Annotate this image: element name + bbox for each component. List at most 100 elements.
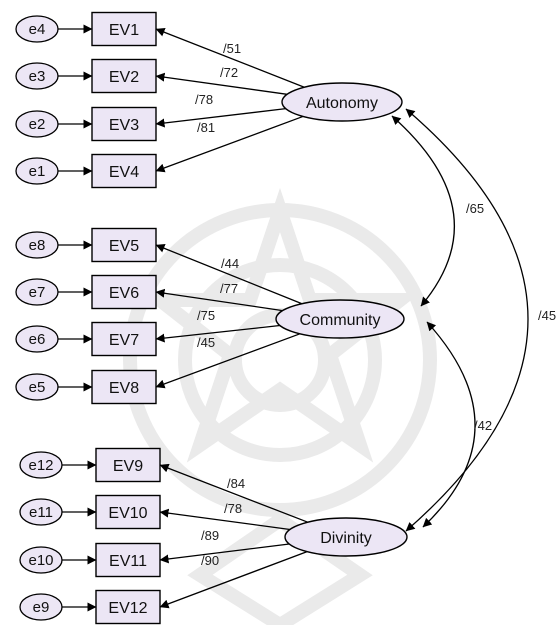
observed-label: EV5 bbox=[109, 238, 139, 255]
loading-arrow bbox=[159, 543, 290, 564]
observed-box bbox=[91, 369, 157, 405]
correlation-arrow bbox=[391, 115, 455, 307]
loading-arrow bbox=[159, 551, 308, 609]
observed-variable: EV5 bbox=[91, 227, 157, 263]
latent-ellipse bbox=[275, 299, 405, 339]
error-ellipse bbox=[15, 278, 59, 306]
observed-variable: EV7 bbox=[91, 321, 157, 357]
error-ellipse bbox=[15, 231, 59, 259]
error-node: e7 bbox=[15, 278, 59, 306]
observed-label: EV7 bbox=[109, 332, 139, 349]
loading-label: /84 bbox=[227, 476, 245, 491]
loading-label: /51 bbox=[223, 41, 241, 56]
error-node: e1 bbox=[15, 157, 59, 185]
error-node: e8 bbox=[15, 231, 59, 259]
observed-box bbox=[91, 106, 157, 142]
loading-arrow bbox=[155, 108, 286, 128]
loading-arrow bbox=[159, 508, 291, 531]
error-node: e3 bbox=[15, 62, 59, 90]
loading-arrow bbox=[155, 333, 301, 389]
latent-divinity: Divinity bbox=[284, 517, 408, 557]
observed-variable: EV11 bbox=[95, 542, 161, 578]
error-node: e11 bbox=[19, 498, 63, 526]
error-node: e6 bbox=[15, 325, 59, 353]
loading-label: /78 bbox=[195, 92, 213, 107]
observed-variable: EV4 bbox=[91, 153, 157, 189]
loading-label: /77 bbox=[220, 281, 238, 296]
error-node: e4 bbox=[15, 15, 59, 43]
observed-box bbox=[95, 494, 161, 530]
loading-arrow bbox=[159, 463, 308, 523]
error-label: e4 bbox=[29, 21, 46, 38]
loading-arrow bbox=[155, 72, 288, 95]
error-label: e8 bbox=[29, 237, 46, 254]
latent-label: Divinity bbox=[320, 530, 372, 547]
error-label: e1 bbox=[29, 163, 46, 180]
error-ellipse bbox=[19, 498, 63, 526]
error-label: e2 bbox=[29, 116, 46, 133]
loading-label: /81 bbox=[197, 120, 215, 135]
error-label: e12 bbox=[28, 457, 53, 474]
error-ellipse bbox=[15, 110, 59, 138]
correlation-label: /65 bbox=[466, 201, 484, 216]
observed-label: EV12 bbox=[108, 600, 147, 617]
error-ellipse bbox=[15, 62, 59, 90]
observed-variable: EV2 bbox=[91, 58, 157, 94]
error-ellipse bbox=[19, 593, 63, 621]
loading-label: /45 bbox=[197, 335, 215, 350]
observed-variable: EV6 bbox=[91, 274, 157, 310]
loading-label: /44 bbox=[221, 256, 239, 271]
observed-label: EV2 bbox=[109, 69, 139, 86]
watermark-ornament bbox=[123, 187, 437, 625]
loading-label: /75 bbox=[197, 308, 215, 323]
error-node: e9 bbox=[19, 593, 63, 621]
observed-label: EV9 bbox=[113, 458, 143, 475]
error-node: e5 bbox=[15, 373, 59, 401]
correlation-arrow bbox=[405, 108, 529, 532]
latent-label: Community bbox=[300, 312, 381, 329]
observed-box bbox=[95, 447, 161, 483]
error-label: e10 bbox=[28, 552, 53, 569]
loading-label: /89 bbox=[201, 528, 219, 543]
error-ellipse bbox=[19, 546, 63, 574]
error-ellipse bbox=[15, 373, 59, 401]
loading-arrow bbox=[155, 244, 303, 305]
observed-box bbox=[91, 321, 157, 357]
observed-box bbox=[91, 58, 157, 94]
observed-variable: EV12 bbox=[95, 589, 161, 625]
loading-label: /72 bbox=[220, 65, 238, 80]
latent-ellipse bbox=[284, 517, 408, 557]
error-node: e2 bbox=[15, 110, 59, 138]
observed-box bbox=[91, 153, 157, 189]
observed-box bbox=[91, 274, 157, 310]
observed-variable: EV8 bbox=[91, 369, 157, 405]
error-label: e6 bbox=[29, 331, 46, 348]
observed-box bbox=[95, 542, 161, 578]
observed-label: EV4 bbox=[109, 164, 139, 181]
observed-box bbox=[91, 227, 157, 263]
latent-ellipse bbox=[281, 82, 403, 122]
observed-variable: EV10 bbox=[95, 494, 161, 530]
latent-label: Autonomy bbox=[306, 95, 378, 112]
error-ellipse bbox=[15, 157, 59, 185]
correlation-arrow bbox=[422, 321, 476, 528]
error-label: e9 bbox=[33, 599, 50, 616]
observed-box bbox=[91, 11, 157, 47]
error-ellipse bbox=[15, 325, 59, 353]
correlation-label: /42 bbox=[474, 418, 492, 433]
correlation-label: /45 bbox=[538, 308, 556, 323]
observed-variable: EV1 bbox=[91, 11, 157, 47]
observed-variable: EV3 bbox=[91, 106, 157, 142]
error-label: e3 bbox=[29, 68, 46, 85]
error-ellipse bbox=[19, 451, 63, 479]
observed-label: EV1 bbox=[109, 22, 139, 39]
observed-label: EV3 bbox=[109, 117, 139, 134]
error-ellipse bbox=[15, 15, 59, 43]
observed-label: EV11 bbox=[109, 553, 147, 570]
error-label: e11 bbox=[29, 504, 53, 521]
observed-variable: EV9 bbox=[95, 447, 161, 483]
error-node: e10 bbox=[19, 546, 63, 574]
observed-label: EV10 bbox=[108, 505, 147, 522]
error-label: e5 bbox=[29, 379, 46, 396]
